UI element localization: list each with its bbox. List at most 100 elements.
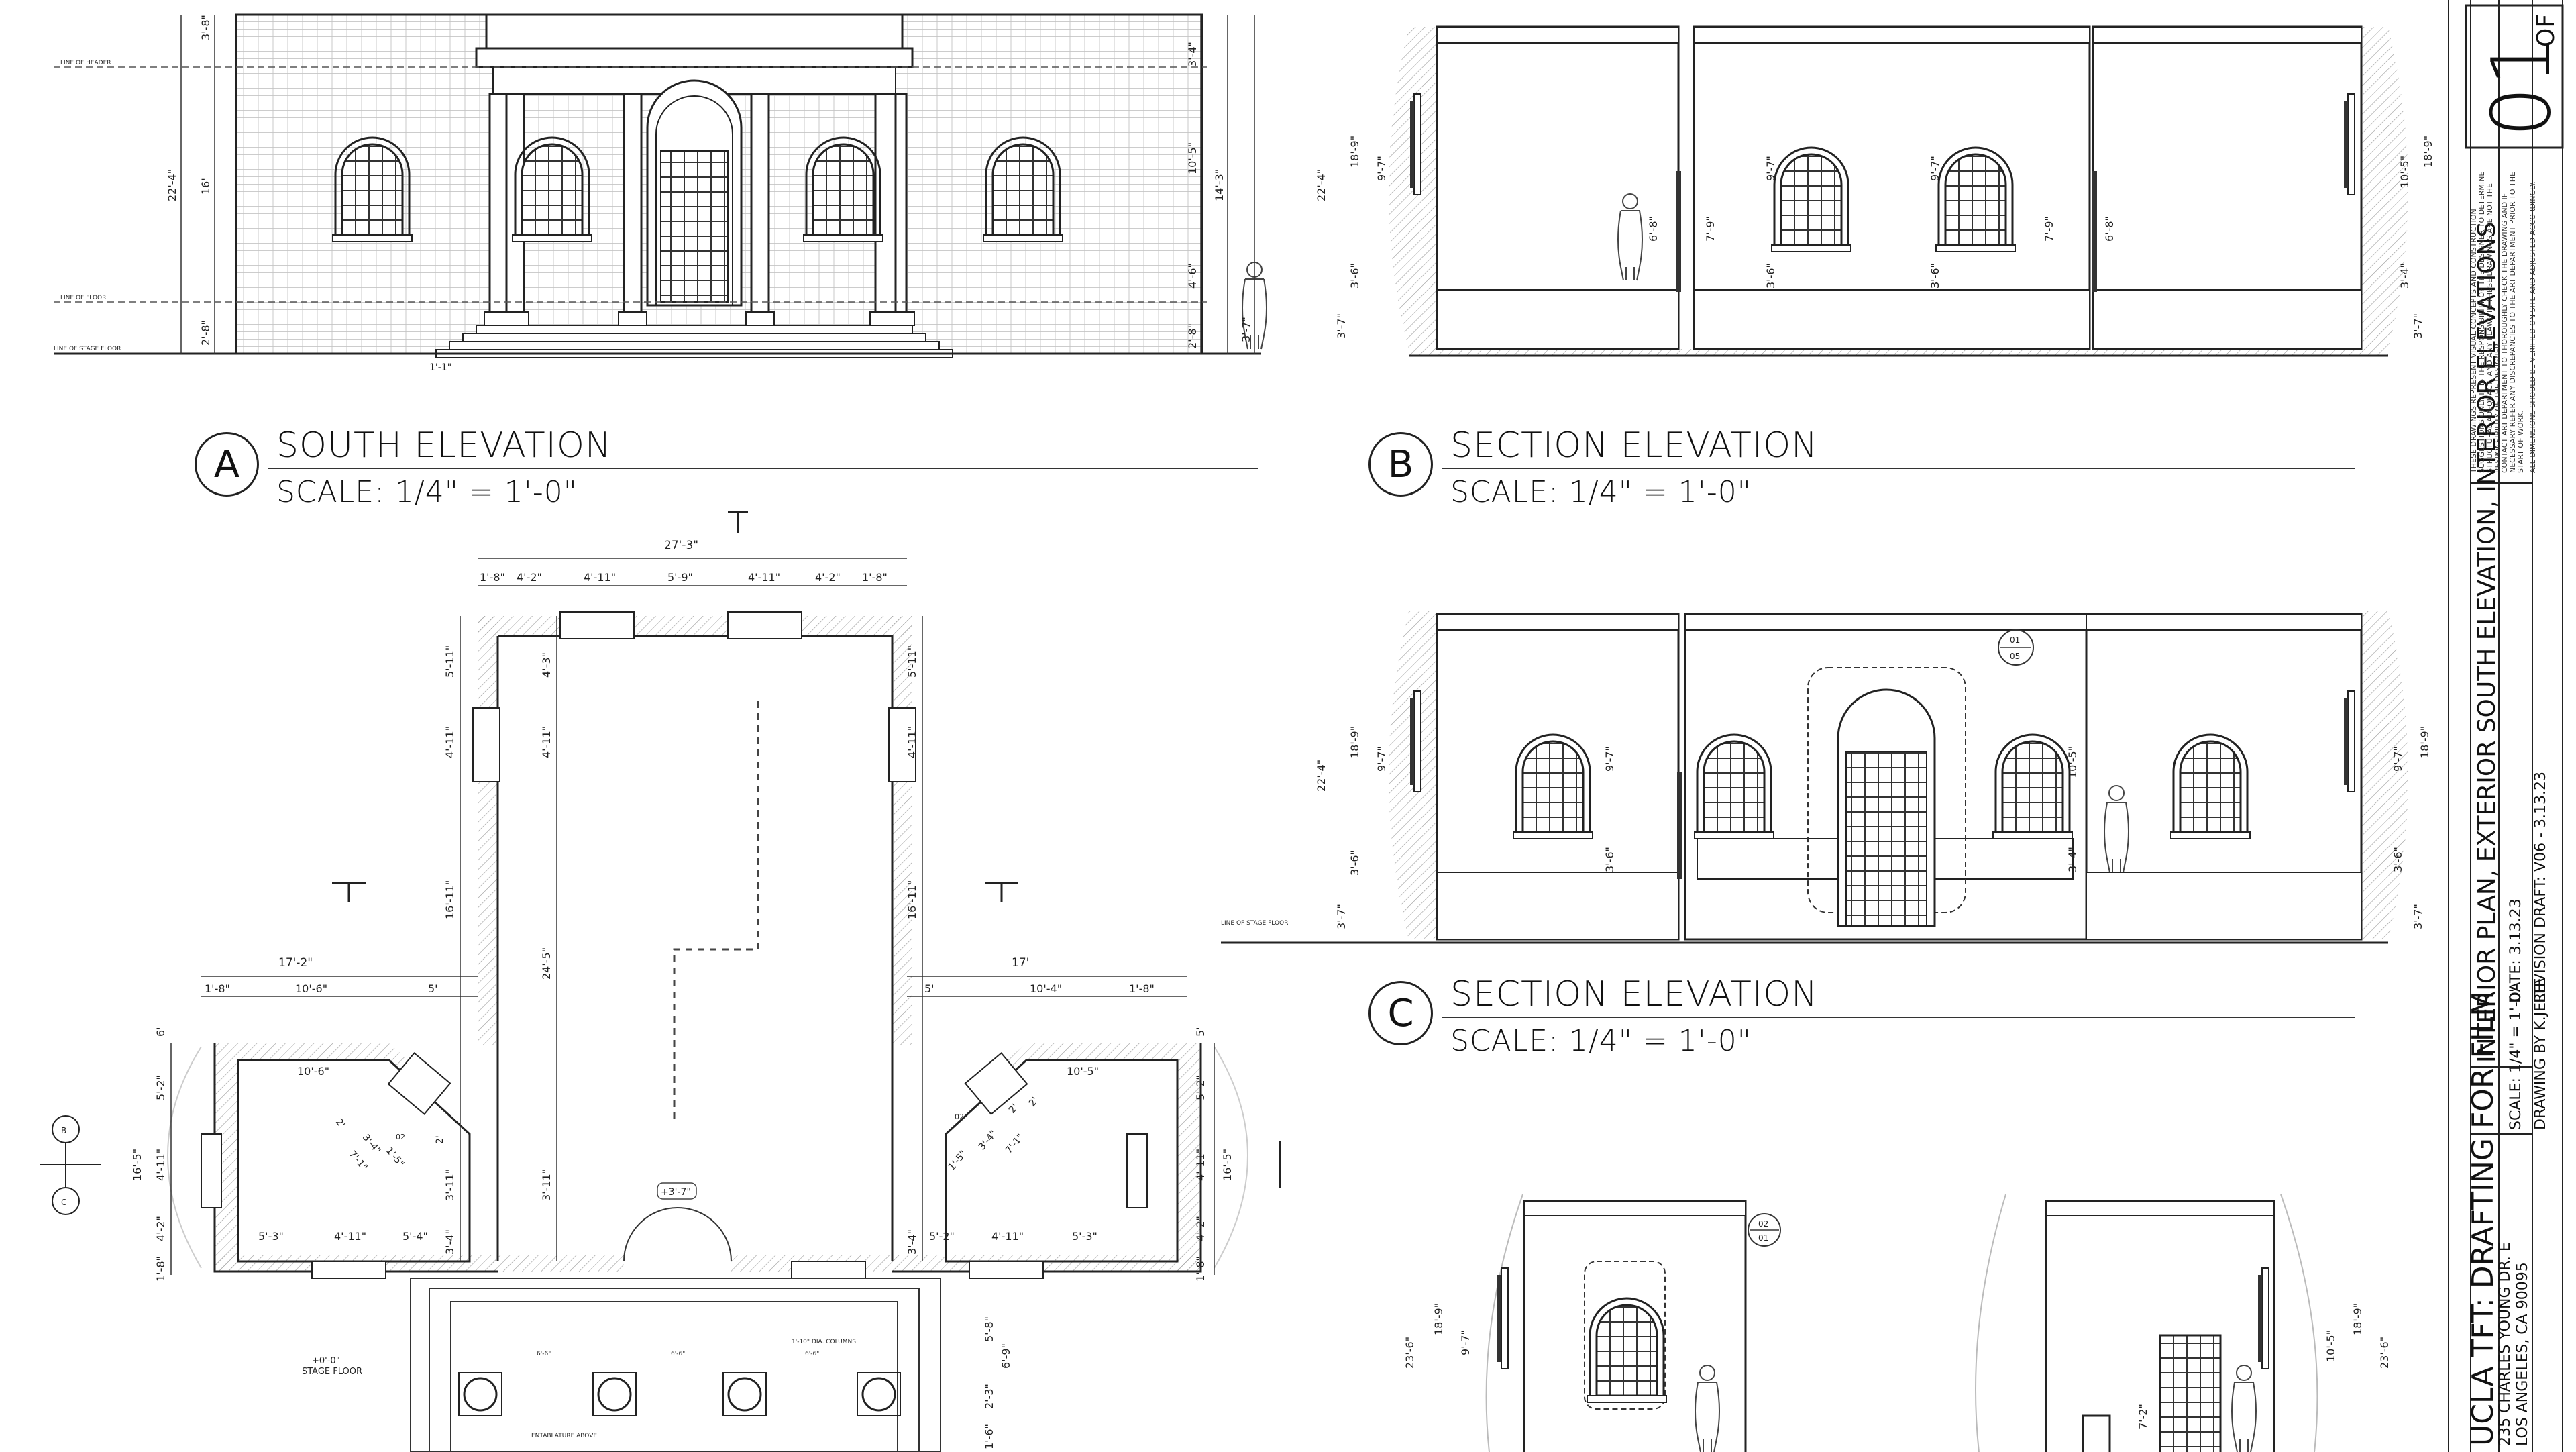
- plan-dim-top-0: 27'-3": [664, 539, 698, 552]
- dim-c-inner-1: 3'-6": [1603, 847, 1616, 872]
- dim-b-right-2: 3'-4": [2398, 263, 2411, 289]
- plan-dim-rwing-3: 1'-8": [1129, 982, 1155, 995]
- plan-dim-wl-15: 3'-11": [443, 1169, 456, 1201]
- plan-dim-top-5: 4'-11": [748, 571, 780, 584]
- line-of-stage-floor-label: LINE OF STAGE FLOOR: [54, 346, 121, 352]
- plan-dim-rwing-1: 5': [924, 982, 934, 995]
- plan-dim-wl-2: 16'-5": [131, 1149, 144, 1181]
- plan-dim-wr-2: 16'-5": [1221, 1149, 1234, 1181]
- dim-b-inner-2: 3'-6": [1764, 263, 1777, 289]
- plan-dim-wl-6: 10'-6": [297, 1065, 329, 1078]
- dim-b-left-0: 22'-4": [1315, 169, 1328, 201]
- plan-dim-wr-10: 2': [1007, 1102, 1020, 1116]
- dim-a-right-1: 10'-5": [1186, 142, 1199, 174]
- dim-d-right-1: 18'-9": [2351, 1303, 2364, 1335]
- dim-d-right-0: 10'-5": [2324, 1330, 2337, 1362]
- view-b-title: SECTION ELEVATION: [1450, 425, 1819, 466]
- dim-b-left-4: 3'-7": [1335, 313, 1348, 339]
- plan-dim-wl-3: 4'-11": [154, 1149, 167, 1181]
- plan-dim-wr-7: 5'-2": [929, 1230, 955, 1243]
- plan-dim-wr-13: 7'-1": [1004, 1132, 1026, 1156]
- plan-dim-nr-2: 16'-11": [906, 880, 918, 919]
- line-of-header-label: LINE OF HEADER: [60, 60, 111, 66]
- plan-dim-nl-7: 3'-4": [443, 1229, 456, 1255]
- view-b-bubble: B: [1368, 432, 1433, 497]
- dim-c-left-1: 18'-9": [1348, 726, 1361, 758]
- tb-address-2: LOS ANGELES, CA 90095: [2514, 1262, 2531, 1446]
- plan-dim-wl-12: 1'-5": [384, 1145, 407, 1170]
- view-a-title-rule: [268, 468, 1258, 469]
- plan-dim-wr-12: 1'-5": [947, 1149, 969, 1173]
- floor-plan-drawing: B C +3'-7" +0'-0" STAGE FLOOR ENTABLATUR…: [40, 511, 1281, 1452]
- view-b-letter: B: [1387, 442, 1414, 486]
- dim-c-left-4: 3'-7": [1335, 904, 1348, 929]
- dim-b-left-3: 3'-6": [1348, 263, 1361, 289]
- dim-b-inner-4: 3'-6": [1929, 263, 1941, 289]
- dim-a-right-3: 4'-6": [1186, 263, 1199, 289]
- plan-dim-nl-3: 4'-3": [540, 652, 553, 678]
- south-elevation-drawing: LINE OF HEADER LINE OF FLOOR LINE OF STA…: [54, 13, 1267, 373]
- plan-small-dim-2: 6'-6": [805, 1351, 819, 1357]
- plan-dim-wl-4: 4'-2": [154, 1216, 167, 1241]
- plan-dim-nl-6: 3'-11": [540, 1169, 553, 1201]
- plan-dim-wl-14: 2': [435, 1135, 445, 1144]
- plan-dim-nl-0: 5'-11": [443, 645, 456, 678]
- dim-b-left-2: 9'-7": [1375, 156, 1388, 181]
- plan-dim-wr-6: 10'-5": [1067, 1065, 1099, 1078]
- dim-c-inner-0: 9'-7": [1603, 746, 1616, 772]
- tb-sheet-number: 01: [2475, 35, 2569, 138]
- plan-key-wing-left: 02: [396, 1133, 405, 1141]
- plan-dim-wr-8: 4'-11": [991, 1230, 1024, 1243]
- dim-c-inner-5: 3'-6": [2392, 847, 2404, 872]
- dim-b-inner-8: 6'-8": [2103, 216, 2116, 242]
- dim-b-inner-1: 7'-9": [1704, 216, 1717, 242]
- view-c-title: SECTION ELEVATION: [1450, 974, 1819, 1015]
- section-b-drawing: 22'-4" 18'-9" 9'-7" 3'-6" 3'-7" 6'-8" 7'…: [1315, 25, 2434, 357]
- section-d-callout-bottom: 01: [1758, 1233, 1768, 1243]
- plan-dim-nl-2: 16'-11": [443, 880, 456, 919]
- dim-b-left-1: 18'-9": [1348, 136, 1361, 168]
- plan-dim-lwing-3: 5': [428, 982, 438, 995]
- section-c-stage-floor-label: LINE OF STAGE FLOOR: [1221, 920, 1288, 927]
- plan-dim-lwing-2: 10'-6": [295, 982, 327, 995]
- plan-dim-wr-3: 4'-11": [1194, 1149, 1207, 1181]
- dim-d-left-1: 18'-9": [1432, 1303, 1445, 1335]
- plan-dim-wl-7: 5'-3": [258, 1230, 284, 1243]
- tb-date: DATE: 3.13.23: [2508, 898, 2524, 1003]
- plan-dim-wr-4: 4'-2": [1194, 1216, 1207, 1241]
- line-of-floor-label: LINE OF FLOOR: [60, 295, 106, 301]
- plan-dim-wl-13: 7'-1": [347, 1149, 370, 1173]
- plan-dim-top-4: 5'-9": [667, 571, 693, 584]
- plan-dim-wl-8: 4'-11": [334, 1230, 366, 1243]
- plan-key-wing-right: 02: [955, 1112, 964, 1121]
- dim-c-inner-3: 3'-4": [2066, 847, 2079, 872]
- plan-dim-top-6: 4'-2": [815, 571, 841, 584]
- plan-dim-top-7: 1'-8": [862, 571, 888, 584]
- plan-key-left-bottom: C: [61, 1198, 66, 1207]
- plan-dim-wr-9: 5'-3": [1072, 1230, 1097, 1243]
- dim-a-bottom: 1'-1": [429, 362, 451, 373]
- dim-c-left-3: 3'-6": [1348, 850, 1361, 876]
- dim-b-inner-6: 3'-6": [1929, 263, 1941, 289]
- section-c-drawing: LINE OF STAGE FLOOR 01 05 22'-4" 18'-9" …: [1221, 611, 2431, 944]
- plan-dim-porch-3: 1'-6": [983, 1424, 996, 1449]
- plan-dim-top-2: 4'-2": [517, 571, 542, 584]
- dim-b-right-1: 18'-9": [2422, 136, 2434, 168]
- section-c-callout-bottom: 05: [2010, 652, 2020, 661]
- dim-a-right-5: 3'-7": [1240, 317, 1252, 342]
- tb-sheet-of: OF: [2532, 13, 2560, 47]
- dim-c-inner-4: 9'-7": [2392, 746, 2404, 772]
- plan-dim-wl-11: 3'-4": [360, 1132, 383, 1156]
- view-a-bubble: A: [195, 432, 259, 497]
- plan-dim-wr-0: 5': [1194, 1027, 1207, 1037]
- view-b-title-rule: [1442, 468, 2355, 469]
- plan-dim-lwing-1: 1'-8": [205, 982, 230, 995]
- view-c-scale: SCALE: 1/4" = 1'-0": [1450, 1024, 1752, 1058]
- plan-dim-top-3: 4'-11": [584, 571, 616, 584]
- plan-entablature-label: ENTABLATURE ABOVE: [531, 1433, 597, 1439]
- plan-dim-nl-5: 24'-5": [540, 947, 553, 980]
- view-b-scale: SCALE: 1/4" = 1'-0": [1450, 475, 1752, 509]
- dim-c-left-2: 9'-7": [1375, 746, 1388, 772]
- plan-dim-wl-5: 1'-8": [154, 1256, 167, 1282]
